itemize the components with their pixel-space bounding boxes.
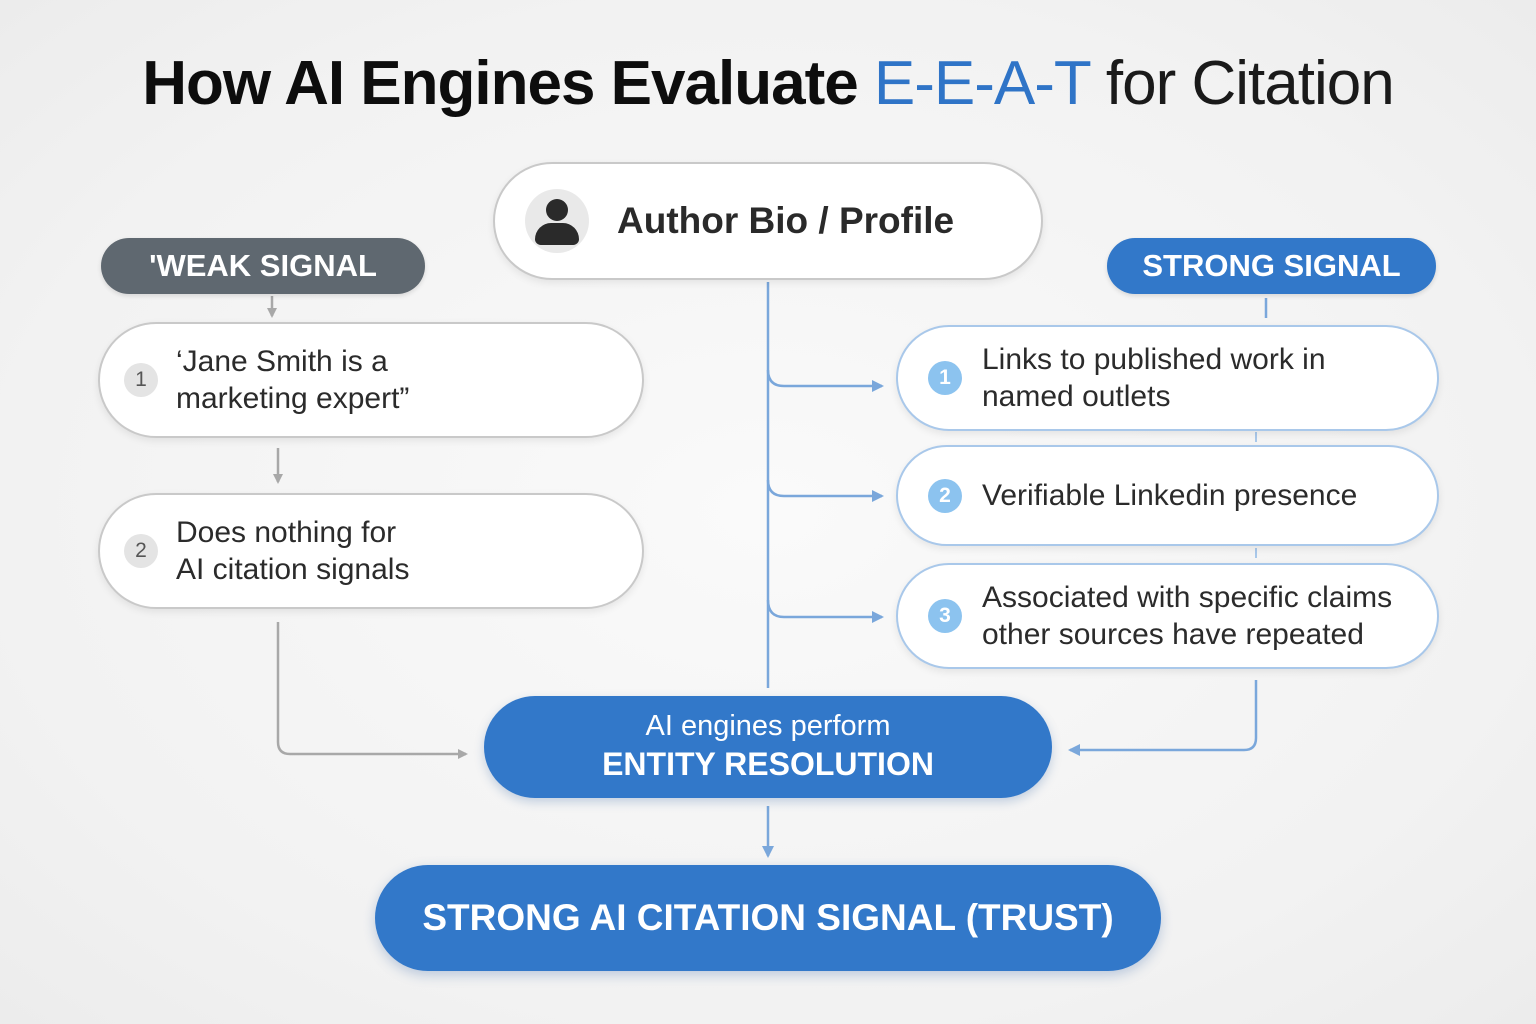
branch-arrow-2 [766,479,884,502]
user-icon [525,189,589,253]
step-number: 1 [928,361,962,395]
strong-item-2: 2 Verifiable Linkedin presence [896,445,1439,546]
page-title: How AI Engines Evaluate E-E-A-T for Cita… [0,48,1536,119]
title-main: How AI Engines Evaluate [142,49,874,118]
trust-result-node: STRONG AI CITATION SIGNAL (TRUST) [375,865,1161,971]
author-profile-node: Author Bio / Profile [493,162,1043,280]
weak-to-entity-connector [276,622,468,759]
strong-item-3: 3 Associated with specific claims other … [896,563,1439,669]
weak-item-line: marketing expert” [176,382,410,415]
strong-item-text: Links to published work in named outlets [982,341,1326,415]
step-number: 2 [124,534,158,568]
strong-item-text: Verifiable Linkedin presence [982,477,1357,514]
weak-item-2: 2 Does nothing for AI citation signals [98,493,644,609]
step-number: 1 [124,363,158,397]
strong-item-line: Links to published work in [982,343,1326,376]
title-suffix: for Citation [1089,49,1395,118]
strong-item-text: Associated with specific claims other so… [982,579,1392,653]
entity-resolution-title: ENTITY RESOLUTION [602,746,934,782]
strong-item-line: Verifiable Linkedin presence [982,479,1358,512]
step-number: 3 [928,599,962,633]
strong-item-line: named outlets [982,380,1171,413]
title-accent: E-E-A-T [873,49,1091,118]
weak-item-1: 1 ‘Jane Smith is a marketing expert” [98,322,644,438]
author-profile-label: Author Bio / Profile [617,200,955,241]
weak-item-line: AI citation signals [176,553,410,586]
branch-arrow-3 [766,599,884,623]
weak-item-line: Does nothing for [176,516,397,549]
strong-item-1: 1 Links to published work in named outle… [896,325,1439,431]
weak-item-text: Does nothing for AI citation signals [176,514,409,588]
weak-item-line: ‘Jane Smith is a [176,345,388,378]
weak-signal-tag: 'WEAK SIGNAL [101,238,425,294]
strong-signal-tag: STRONG SIGNAL [1107,238,1436,294]
branch-arrow-1 [766,369,884,392]
strong-item-line: other sources have repeated [982,618,1364,651]
entity-resolution-subtitle: AI engines perform [645,710,891,742]
entity-resolution-node: AI engines perform ENTITY RESOLUTION [484,696,1052,798]
step-number: 2 [928,478,962,513]
weak-item-text: ‘Jane Smith is a marketing expert” [176,343,409,417]
strong-to-entity-connector [1068,680,1258,756]
strong-item-line: Associated with specific claims [982,581,1393,614]
